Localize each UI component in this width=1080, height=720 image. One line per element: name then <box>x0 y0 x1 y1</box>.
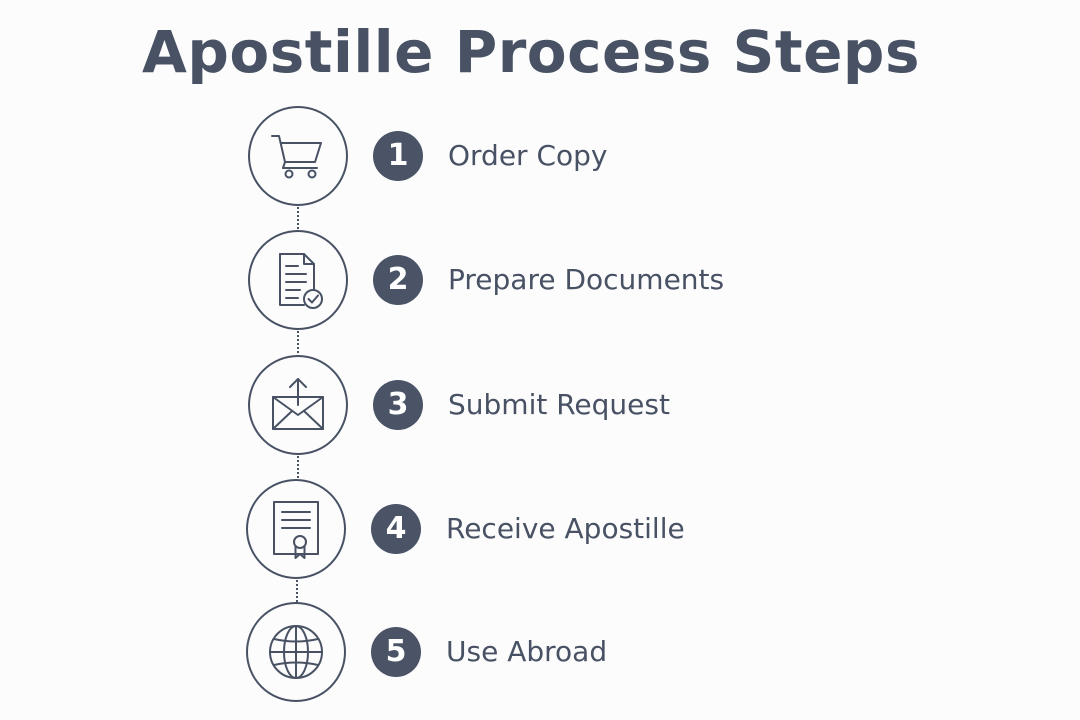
step-1-label: Order Copy <box>448 139 608 172</box>
page-title: Apostille Process Steps <box>142 18 920 86</box>
connector-4-5 <box>296 580 298 602</box>
step-1-number-badge: 1 <box>373 131 423 181</box>
step-2: 2 Prepare Documents <box>248 230 848 330</box>
connector-2-3 <box>297 331 299 353</box>
step-3-number-badge: 3 <box>373 380 423 430</box>
step-5-label: Use Abroad <box>446 635 608 668</box>
certificate-icon <box>273 501 319 559</box>
shopping-cart-icon <box>271 135 322 179</box>
step-4-icon-circle <box>246 479 346 579</box>
step-5-icon-circle <box>246 602 346 702</box>
document-check-icon <box>279 253 323 309</box>
step-4-number-badge: 4 <box>371 504 421 554</box>
step-1-icon-circle <box>248 106 348 206</box>
step-3-label: Submit Request <box>448 388 670 421</box>
connector-3-4 <box>297 456 299 478</box>
step-5: 5 Use Abroad <box>246 602 846 702</box>
envelope-upload-icon <box>272 378 324 430</box>
step-4-label: Receive Apostille <box>446 512 685 545</box>
step-5-number-badge: 5 <box>371 627 421 677</box>
step-2-icon-circle <box>248 230 348 330</box>
step-3: 3 Submit Request <box>248 355 848 455</box>
connector-1-2 <box>297 207 299 229</box>
globe-icon <box>269 625 323 679</box>
step-3-icon-circle <box>248 355 348 455</box>
step-4: 4 Receive Apostille <box>246 479 846 579</box>
step-2-number-badge: 2 <box>373 255 423 305</box>
step-2-label: Prepare Documents <box>448 263 725 296</box>
step-1: 1 Order Copy <box>248 106 848 206</box>
